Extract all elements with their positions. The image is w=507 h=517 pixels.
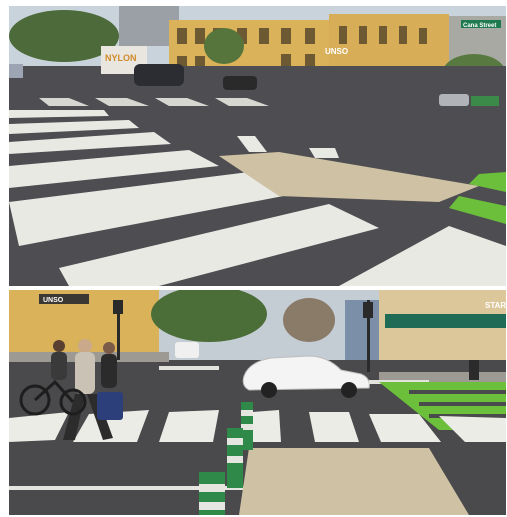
suv <box>134 64 184 86</box>
awning-sign: UNSO <box>325 47 348 56</box>
car-wheel <box>341 382 357 398</box>
cyclist <box>19 340 87 416</box>
traffic-signal <box>113 300 123 314</box>
parked-car <box>439 94 469 106</box>
bottom-photo-scene: UNSO STAR <box>9 290 506 515</box>
tree <box>9 10 119 62</box>
street-sign-text: Cana Street <box>463 23 496 29</box>
truck-sign: NYLON <box>105 53 137 63</box>
street-sign <box>461 20 501 28</box>
shop-sign: UNSO <box>43 297 64 304</box>
top-photo-scene: UNSO Cana Street NYLON <box>9 6 506 286</box>
top-photo: UNSO Cana Street NYLON <box>9 6 506 286</box>
tree <box>204 28 244 64</box>
tree <box>151 290 267 342</box>
bike-lane <box>469 172 506 192</box>
store-sign: STAR <box>485 301 506 310</box>
pedestrian-background <box>101 342 117 388</box>
bollards <box>199 402 253 515</box>
shop-awning <box>39 294 89 304</box>
parked-car <box>9 64 23 78</box>
bottom-photo: UNSO STAR <box>9 290 506 515</box>
near-crosswalk <box>9 110 506 286</box>
car-wheel <box>261 382 277 398</box>
sidewalk <box>379 372 506 382</box>
store-awning <box>385 314 506 328</box>
suitcase <box>97 392 123 420</box>
trash-can <box>469 360 479 380</box>
white-car <box>242 355 370 391</box>
signal-pole <box>367 300 370 372</box>
lane-line <box>9 486 309 490</box>
signal-pole <box>117 300 120 360</box>
near-crosswalk <box>9 410 506 442</box>
traffic-signal <box>363 302 373 318</box>
blue-building <box>345 300 379 360</box>
bike-lane <box>449 196 506 224</box>
far-crosswalk <box>39 98 269 106</box>
traffic-island <box>219 152 479 202</box>
traffic-island <box>239 448 469 515</box>
tree <box>283 298 335 342</box>
parked-car <box>471 96 499 106</box>
parked-car <box>223 76 257 90</box>
parked-van <box>175 342 199 358</box>
